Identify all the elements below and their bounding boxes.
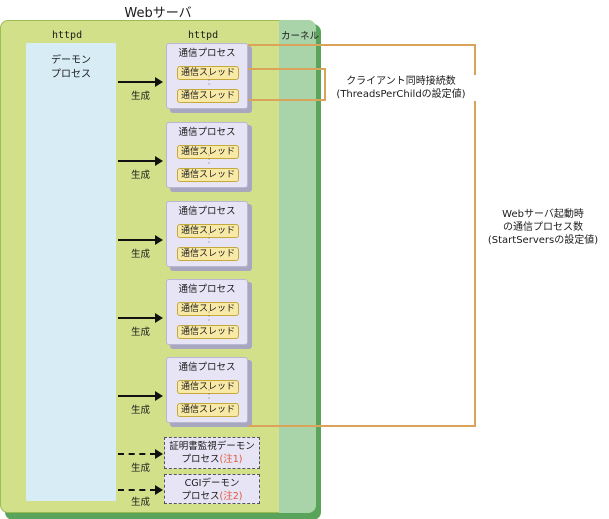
- spawn-label: 生成: [131, 249, 151, 260]
- thread-ellipsis: ···: [207, 151, 211, 168]
- spawn-arrow-line: [118, 239, 156, 241]
- daemon-process-column: [26, 43, 116, 501]
- spawn-arrow-head: [155, 235, 163, 245]
- threads-annotation: クライアント同時接続数 (ThreadsPerChildの設定値): [326, 75, 476, 101]
- communication-process: 通信プロセス通信スレッド···通信スレッド: [166, 357, 248, 423]
- spawn-label: 生成: [131, 405, 151, 416]
- spawn-label: 生成: [131, 327, 151, 338]
- spawn-label: 生成: [131, 170, 151, 181]
- cert-daemon-note: (注1): [219, 454, 243, 465]
- spawn-label: 生成: [131, 91, 151, 102]
- spawn-arrow-line: [118, 317, 156, 319]
- cgi-daemon-process: CGIデーモン プロセス(注2): [164, 474, 260, 504]
- httpd-label-right: httpd: [188, 30, 219, 41]
- thread-ellipsis: ···: [207, 386, 211, 403]
- processes-annotation: Webサーバ起動時 の通信プロセス数 (StartServersの設定値): [478, 208, 608, 247]
- dashed-arrow-line-cgi: [118, 489, 156, 491]
- httpd-label-left: httpd: [52, 30, 83, 41]
- processes-annotation-line3: (StartServersの設定値): [487, 235, 599, 246]
- thread-2: 通信スレッド: [177, 89, 239, 103]
- thread-1: 通信スレッド: [177, 380, 239, 394]
- dashed-arrow-line-cert: [118, 453, 156, 455]
- thread-2: 通信スレッド: [177, 168, 239, 182]
- communication-process: 通信プロセス通信スレッド···通信スレッド: [166, 279, 248, 345]
- spawn-arrow-head: [155, 313, 163, 323]
- processes-annotation-line1: Webサーバ起動時: [502, 209, 584, 220]
- process-title: 通信プロセス: [178, 127, 236, 138]
- communication-process: 通信プロセス通信スレッド···通信スレッド: [166, 122, 248, 188]
- thread-2: 通信スレッド: [177, 247, 239, 261]
- daemon-label-line2: プロセス: [51, 69, 91, 80]
- thread-2: 通信スレッド: [177, 325, 239, 339]
- communication-process: 通信プロセス通信スレッド···通信スレッド: [166, 201, 248, 267]
- threads-annotation-line1: クライアント同時接続数: [346, 76, 456, 87]
- process-title: 通信プロセス: [178, 206, 236, 217]
- thread-1: 通信スレッド: [177, 66, 239, 80]
- thread-ellipsis: ···: [207, 230, 211, 247]
- thread-ellipsis: ···: [207, 308, 211, 325]
- thread-2: 通信スレッド: [177, 403, 239, 417]
- cgi-daemon-note: (注2): [219, 491, 243, 502]
- spawn-label-cgi: 生成: [131, 497, 151, 508]
- cert-daemon-process: 証明書監視デーモン プロセス(注1): [164, 437, 260, 469]
- dashed-arrow-head-cgi: [155, 485, 163, 495]
- spawn-label-cert: 生成: [131, 463, 151, 474]
- thread-ellipsis: ···: [207, 72, 211, 89]
- kernel-column: [279, 20, 316, 513]
- spawn-arrow-head: [155, 156, 163, 166]
- process-title: 通信プロセス: [178, 362, 236, 373]
- spawn-arrow-head: [155, 77, 163, 87]
- kernel-label: カーネル: [281, 31, 320, 42]
- threads-bracket: [248, 68, 326, 101]
- thread-1: 通信スレッド: [177, 145, 239, 159]
- spawn-arrow-head: [155, 391, 163, 401]
- dashed-arrow-head-cert: [155, 449, 163, 459]
- thread-1: 通信スレッド: [177, 224, 239, 238]
- process-title: 通信プロセス: [178, 48, 236, 59]
- spawn-arrow-line: [118, 160, 156, 162]
- cert-daemon-line1: 証明書監視デーモン: [169, 441, 255, 452]
- process-title: 通信プロセス: [178, 284, 236, 295]
- processes-annotation-line2: の通信プロセス数: [503, 222, 583, 233]
- threads-annotation-line2: (ThreadsPerChildの設定値): [336, 89, 466, 100]
- cgi-daemon-line2: プロセス(注2): [165, 490, 259, 503]
- processes-bracket: [248, 44, 476, 427]
- communication-process: 通信プロセス通信スレッド···通信スレッド: [166, 43, 248, 109]
- cert-daemon-line2: プロセス(注1): [165, 453, 259, 466]
- cgi-daemon-line1: CGIデーモン: [184, 478, 240, 489]
- diagram-title: Webサーバ: [124, 6, 192, 21]
- cert-daemon-line2-text: プロセス: [181, 454, 220, 465]
- cgi-daemon-line2-text: プロセス: [181, 491, 220, 502]
- spawn-arrow-line: [118, 395, 156, 397]
- thread-1: 通信スレッド: [177, 302, 239, 316]
- daemon-label-line1: デーモン: [51, 55, 91, 66]
- spawn-arrow-line: [118, 81, 156, 83]
- daemon-process-label: デーモン プロセス: [26, 54, 116, 82]
